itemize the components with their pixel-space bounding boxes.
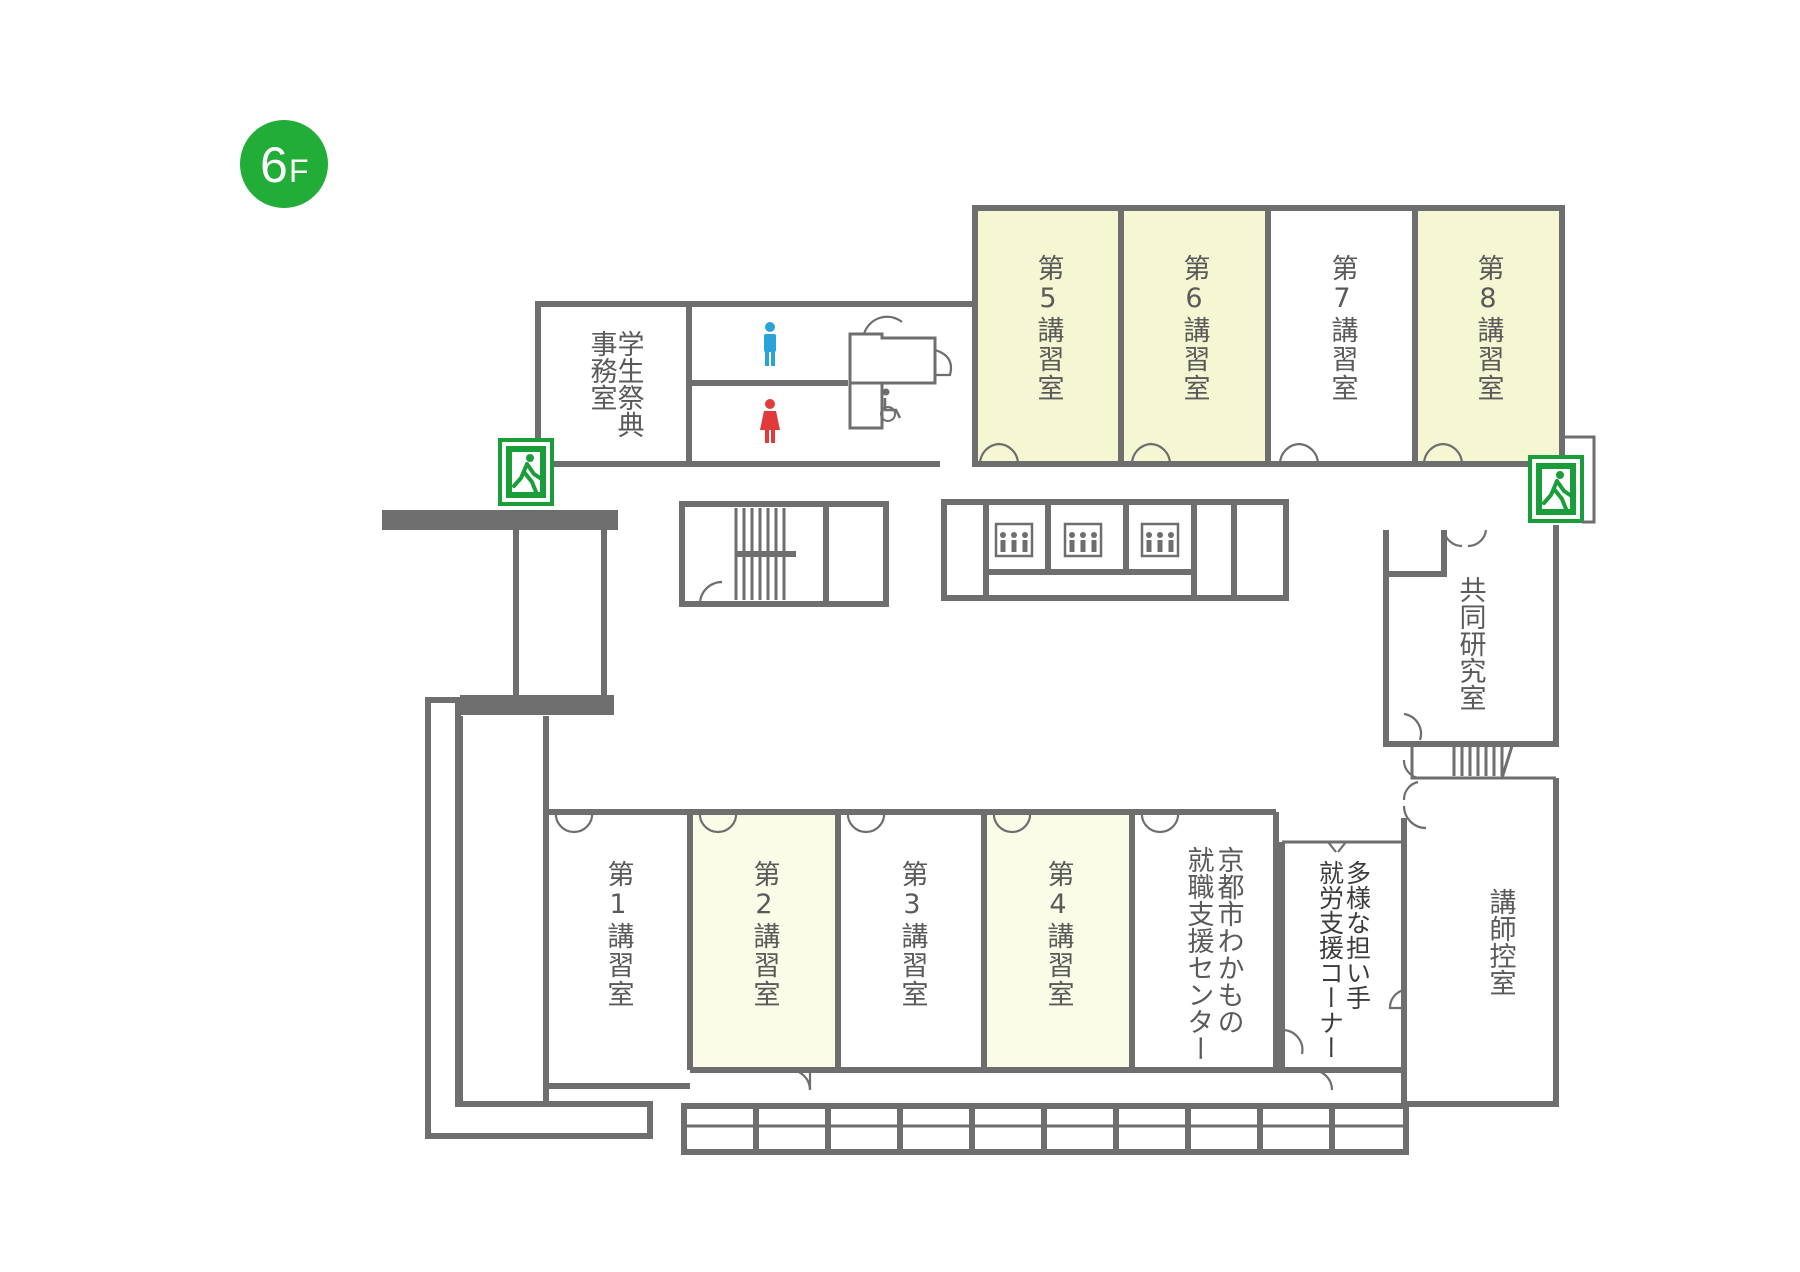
wakamono-center-label-2: 就職支援センター bbox=[1183, 846, 1215, 1062]
male-restroom-icon bbox=[764, 322, 776, 366]
room-8-label: 第8講習室 bbox=[1473, 254, 1504, 403]
joint-research-label: 共同研究室 bbox=[1455, 576, 1487, 711]
east-block-walls bbox=[1383, 525, 1559, 1107]
west-structure bbox=[382, 510, 653, 1139]
door-swings bbox=[554, 442, 1464, 1091]
stairs-icon bbox=[1452, 745, 1514, 779]
room-2-label: 第2講習室 bbox=[749, 860, 780, 1009]
elevator-icon bbox=[1063, 522, 1103, 558]
elevator-block bbox=[941, 499, 1289, 601]
room-7-label: 第7講習室 bbox=[1327, 254, 1358, 403]
bottom-locker-strip bbox=[681, 1103, 1409, 1155]
diverse-support-label-2: 就労支援コーナー bbox=[1316, 860, 1345, 1060]
room-6-label: 第6講習室 bbox=[1179, 254, 1210, 403]
upper-rooms-walls bbox=[972, 205, 1565, 467]
emergency-exit-west bbox=[498, 438, 554, 506]
floor-suffix: F bbox=[289, 153, 309, 189]
room-3-label: 第3講習室 bbox=[897, 860, 928, 1009]
wheelchair-icon bbox=[880, 388, 902, 422]
room-5-label: 第5講習室 bbox=[1033, 254, 1064, 403]
room-2-fill bbox=[692, 812, 836, 1070]
room-5-fill bbox=[975, 210, 1119, 462]
lower-rooms-walls bbox=[543, 809, 1404, 1104]
floor-badge: 6 F bbox=[240, 120, 328, 208]
lecturer-room-label: 講師控室 bbox=[1485, 888, 1517, 996]
diverse-support-label-1: 多様な担い手 bbox=[1343, 860, 1372, 1010]
room-4-label: 第4講習室 bbox=[1043, 860, 1074, 1009]
floor-number: 6 bbox=[260, 137, 288, 193]
room-1-label: 第1講習室 bbox=[603, 860, 634, 1009]
elevator-icon bbox=[1140, 522, 1180, 558]
wakamono-center-label-1: 京都市わかもの bbox=[1213, 846, 1245, 1035]
female-restroom-icon bbox=[760, 399, 780, 443]
stairs-icon bbox=[734, 508, 796, 600]
elevator-icon bbox=[994, 522, 1034, 558]
stairs-block bbox=[679, 501, 889, 607]
room-8-fill bbox=[1415, 210, 1559, 462]
room-6-fill bbox=[1122, 210, 1266, 462]
northwest-block-walls bbox=[535, 301, 975, 467]
festival-office-label-2: 事務室 bbox=[586, 330, 618, 411]
festival-office-label-1: 学生祭典 bbox=[613, 330, 645, 438]
room-4-fill bbox=[986, 812, 1130, 1070]
emergency-exit-east bbox=[1528, 435, 1596, 524]
